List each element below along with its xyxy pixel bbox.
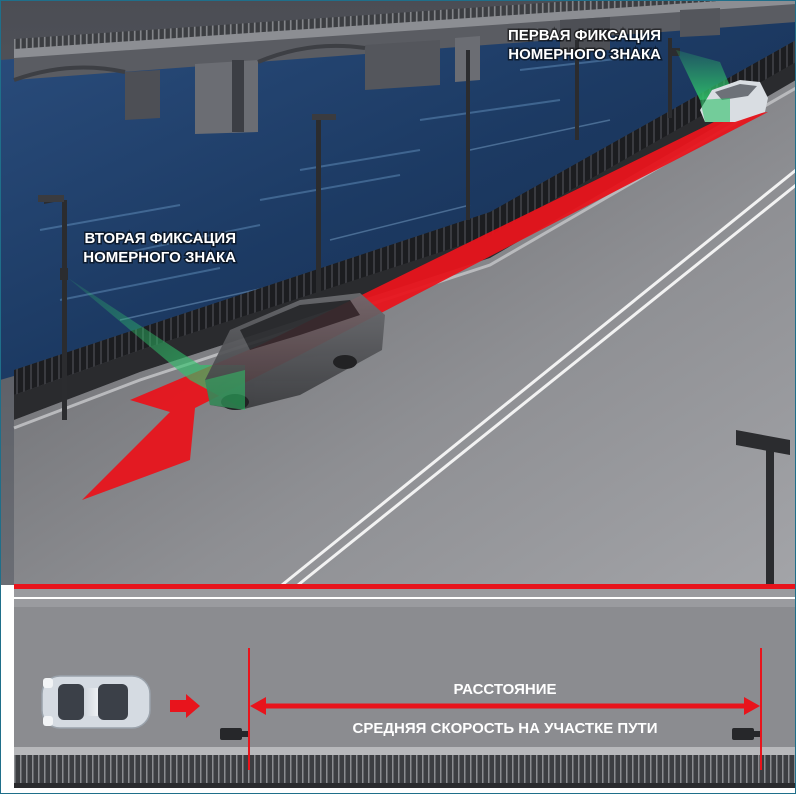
perspective-scene: ПЕРВАЯ ФИКСАЦИЯ НОМЕРНОГО ЗНАКА ВТОРАЯ Ф… [0, 0, 796, 587]
camera-icon [732, 728, 760, 740]
distance-marker [248, 648, 762, 770]
camera-icon [220, 728, 248, 740]
road-center-line [281, 168, 796, 587]
second-capture-beam [68, 278, 245, 410]
street-lamp-far-2 [575, 40, 579, 140]
distance-label: РАССТОЯНИЕ [453, 681, 556, 698]
direction-arrow-icon [82, 112, 768, 500]
street-lamp-middle [312, 114, 336, 293]
travel-direction-arrow [82, 112, 768, 500]
bridge [13, 0, 796, 134]
car-near [205, 293, 385, 410]
street-lamp-far-3 [668, 38, 680, 118]
average-speed-label: СРЕДНЯЯ СКОРОСТЬ НА УЧАСТКЕ ПУТИ [353, 720, 658, 737]
direction-arrow-icon [170, 694, 200, 718]
street-lamp-left [38, 195, 68, 420]
water-highlights [39, 54, 651, 321]
second-capture-label: ВТОРАЯ ФИКСАЦИЯ НОМЕРНОГО ЗНАКА [82, 229, 238, 268]
car-icon [41, 675, 151, 729]
street-lamp-right [736, 430, 790, 585]
first-capture-label: ПЕРВАЯ ФИКСАЦИЯ НОМЕРНОГО ЗНАКА [506, 26, 662, 65]
section-divider [14, 584, 796, 607]
second-capture-line1: ВТОРАЯ ФИКСАЦИЯ [84, 230, 236, 247]
schematic-fence [14, 755, 796, 783]
first-capture-line2: НОМЕРНОГО ЗНАКА [508, 46, 661, 63]
embankment-fence [14, 40, 796, 395]
car-far [700, 80, 768, 122]
street-lamp-far-1 [466, 50, 470, 220]
camera-icon [672, 48, 680, 56]
camera-icon [60, 268, 68, 280]
embankment [14, 60, 796, 420]
first-capture-line1: ПЕРВАЯ ФИКСАЦИЯ [508, 27, 661, 44]
schematic-scene: РАССТОЯНИЕ СРЕДНЯЯ СКОРОСТЬ НА УЧАСТКЕ П… [14, 607, 796, 788]
road-surface [14, 80, 796, 585]
second-capture-line2: НОМЕРНОГО ЗНАКА [83, 249, 236, 266]
